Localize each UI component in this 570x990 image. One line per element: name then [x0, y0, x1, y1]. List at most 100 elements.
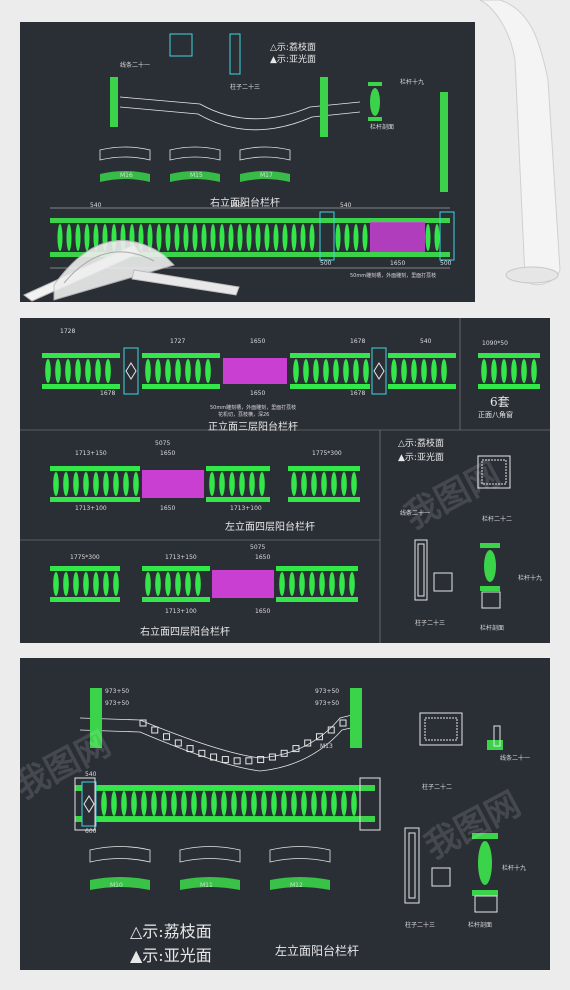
baluster [155, 572, 161, 596]
carved-panel [223, 358, 287, 384]
p3-title: 左立面阳台栏杆 [275, 944, 360, 958]
dim-top-mid: 1650 [230, 202, 246, 209]
baluster [411, 359, 417, 383]
baluster [66, 224, 72, 251]
baluster [228, 224, 234, 251]
rail-top [288, 466, 360, 471]
baluster [175, 572, 181, 596]
baluster [83, 572, 89, 596]
baluster [174, 224, 180, 251]
baluster [331, 472, 337, 496]
baluster [105, 359, 111, 383]
baluster [63, 572, 69, 596]
ruler-decoration [14, 225, 244, 305]
baluster [85, 359, 91, 383]
baluster [421, 359, 427, 383]
railing-post [123, 347, 139, 395]
baluster [531, 359, 537, 383]
plan-baluster [186, 745, 194, 753]
section2-label-pillar: 栏杆二十二 [482, 516, 513, 523]
baluster [511, 359, 517, 383]
baluster [53, 572, 59, 596]
plan-baluster [268, 753, 276, 761]
s1-dim-1: 1727 [170, 338, 186, 345]
baluster [53, 472, 59, 496]
baluster [264, 224, 270, 251]
baluster [291, 224, 297, 251]
baluster [63, 472, 69, 496]
baluster [201, 224, 207, 251]
baluster [55, 359, 61, 383]
rail-top [276, 566, 358, 571]
baluster [323, 359, 329, 383]
baluster [291, 472, 297, 496]
plan-baluster [280, 749, 288, 757]
rail-top [290, 353, 370, 358]
baluster [209, 472, 215, 496]
label-baluster-19: 栏杆十九 [400, 79, 425, 86]
plan-baluster [139, 719, 147, 727]
baluster [192, 224, 198, 251]
post-diamond [373, 362, 385, 380]
baluster [261, 791, 267, 816]
baluster [111, 791, 117, 816]
section3-label-pillar: 柱子二十三 [415, 620, 446, 627]
s2-dim-0: 5075 [155, 440, 171, 447]
baluster [147, 224, 153, 251]
baluster [353, 359, 359, 383]
p3-label-m11: M11 [200, 882, 213, 889]
plan-baluster [233, 757, 241, 765]
baluster [353, 224, 359, 251]
baluster [123, 472, 129, 496]
p3-label-pillar-23: 柱子二十三 [405, 922, 436, 929]
baluster [309, 224, 315, 251]
p3-label-m10: M10 [110, 882, 123, 889]
rail-top [142, 353, 220, 358]
rail-bottom [142, 384, 220, 389]
plan-baluster [174, 739, 182, 747]
rail-top [206, 466, 270, 471]
baluster [113, 472, 119, 496]
baluster [83, 472, 89, 496]
baluster [161, 791, 167, 816]
s2-dim-3: 1775*300 [312, 450, 342, 457]
p3-label-baluster-19: 栏杆十九 [502, 865, 527, 872]
baluster [249, 472, 255, 496]
p3-dimb-1: 600 [85, 828, 97, 835]
baluster [229, 472, 235, 496]
rail-top [42, 353, 120, 358]
s3-dim-1: 1775*300 [70, 554, 100, 561]
s3-dimb-0: 1713+100 [165, 608, 197, 615]
baluster [351, 472, 357, 496]
s2-dimb-1: 1650 [160, 505, 176, 512]
baluster [211, 791, 217, 816]
rail-bottom [50, 497, 140, 502]
baluster [121, 791, 127, 816]
baluster [255, 224, 261, 251]
baluster [185, 359, 191, 383]
baluster [319, 572, 325, 596]
carved-panel [142, 470, 204, 498]
plan-baluster [339, 719, 347, 727]
s1-dimb-0: 1678 [100, 390, 116, 397]
railing-post [81, 781, 97, 827]
baluster [103, 472, 109, 496]
baluster [341, 791, 347, 816]
baluster [84, 224, 90, 251]
section3-label-side: 栏杆十九 [518, 575, 543, 582]
baluster [246, 224, 252, 251]
dim-top-left: 540 [90, 202, 102, 209]
baluster [321, 791, 327, 816]
baluster [165, 224, 171, 251]
baluster [301, 472, 307, 496]
baluster [321, 472, 327, 496]
p3-legend-lichee: △示:荔枝面 [130, 922, 212, 941]
carving-note: 50mm雕刻槽，外面雕刻，里面打荔枝 [350, 273, 437, 279]
rail-bottom [288, 497, 360, 502]
plan-baluster [304, 739, 312, 747]
baluster [431, 359, 437, 383]
carved-panel [212, 570, 274, 598]
plan-baluster [210, 753, 218, 761]
label-line-21: 线条二十一 [120, 62, 151, 69]
baluster [501, 359, 507, 383]
